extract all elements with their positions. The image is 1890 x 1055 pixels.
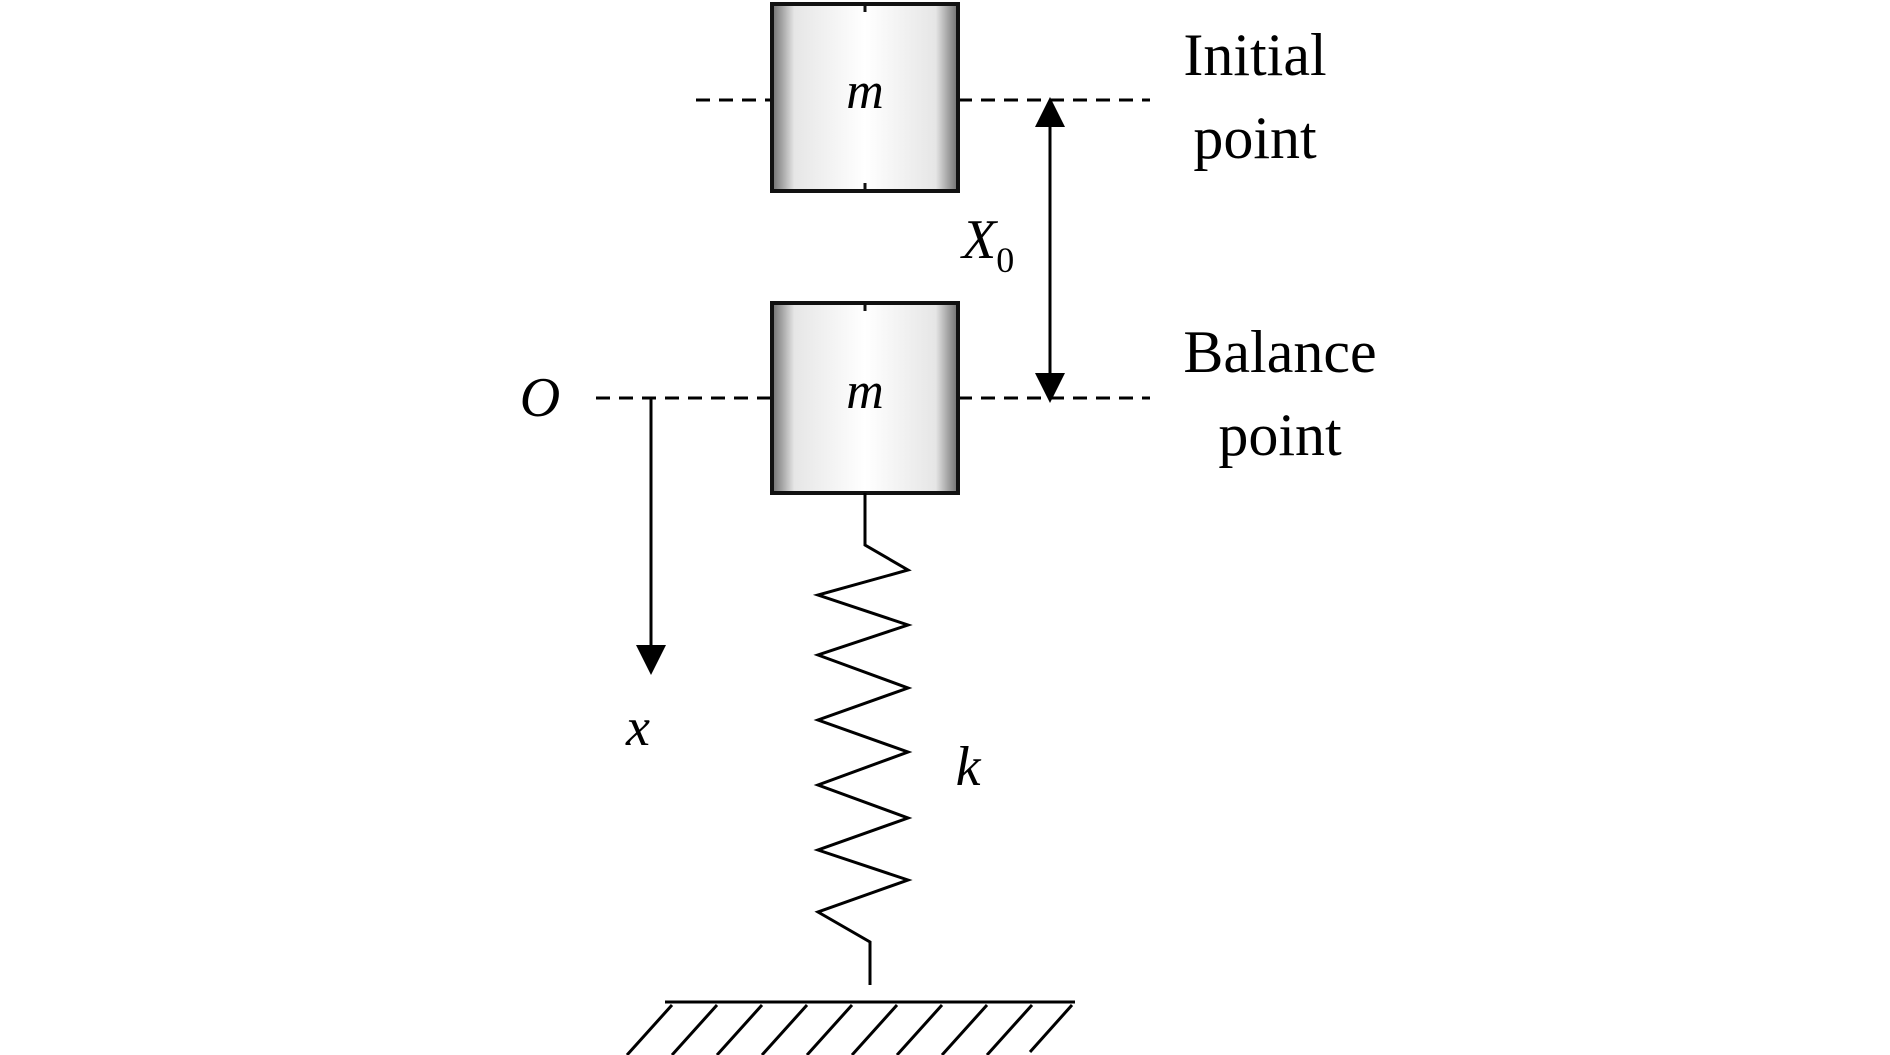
spring-constant-label: k <box>956 736 982 798</box>
ground <box>625 1000 1075 1055</box>
initial-point-label-line2: point <box>1193 105 1317 171</box>
displacement-symbol-subscript: 0 <box>996 240 1014 280</box>
mass-label-initial: m <box>846 63 884 120</box>
balance-point-label-line2: point <box>1218 402 1342 468</box>
mass-label-balance: m <box>846 363 884 420</box>
balance-point-label-line1: Balance <box>1183 319 1376 385</box>
initial-point-label-line1: Initial <box>1183 22 1326 88</box>
mass-block-balance: m <box>770 301 960 495</box>
displacement-symbol: X0 <box>960 209 1014 280</box>
displacement-symbol-main: X <box>960 209 999 271</box>
spring <box>812 493 913 985</box>
x-axis-label: x <box>625 697 650 757</box>
mass-block-initial: m <box>770 2 960 193</box>
origin-label: O <box>520 367 560 429</box>
